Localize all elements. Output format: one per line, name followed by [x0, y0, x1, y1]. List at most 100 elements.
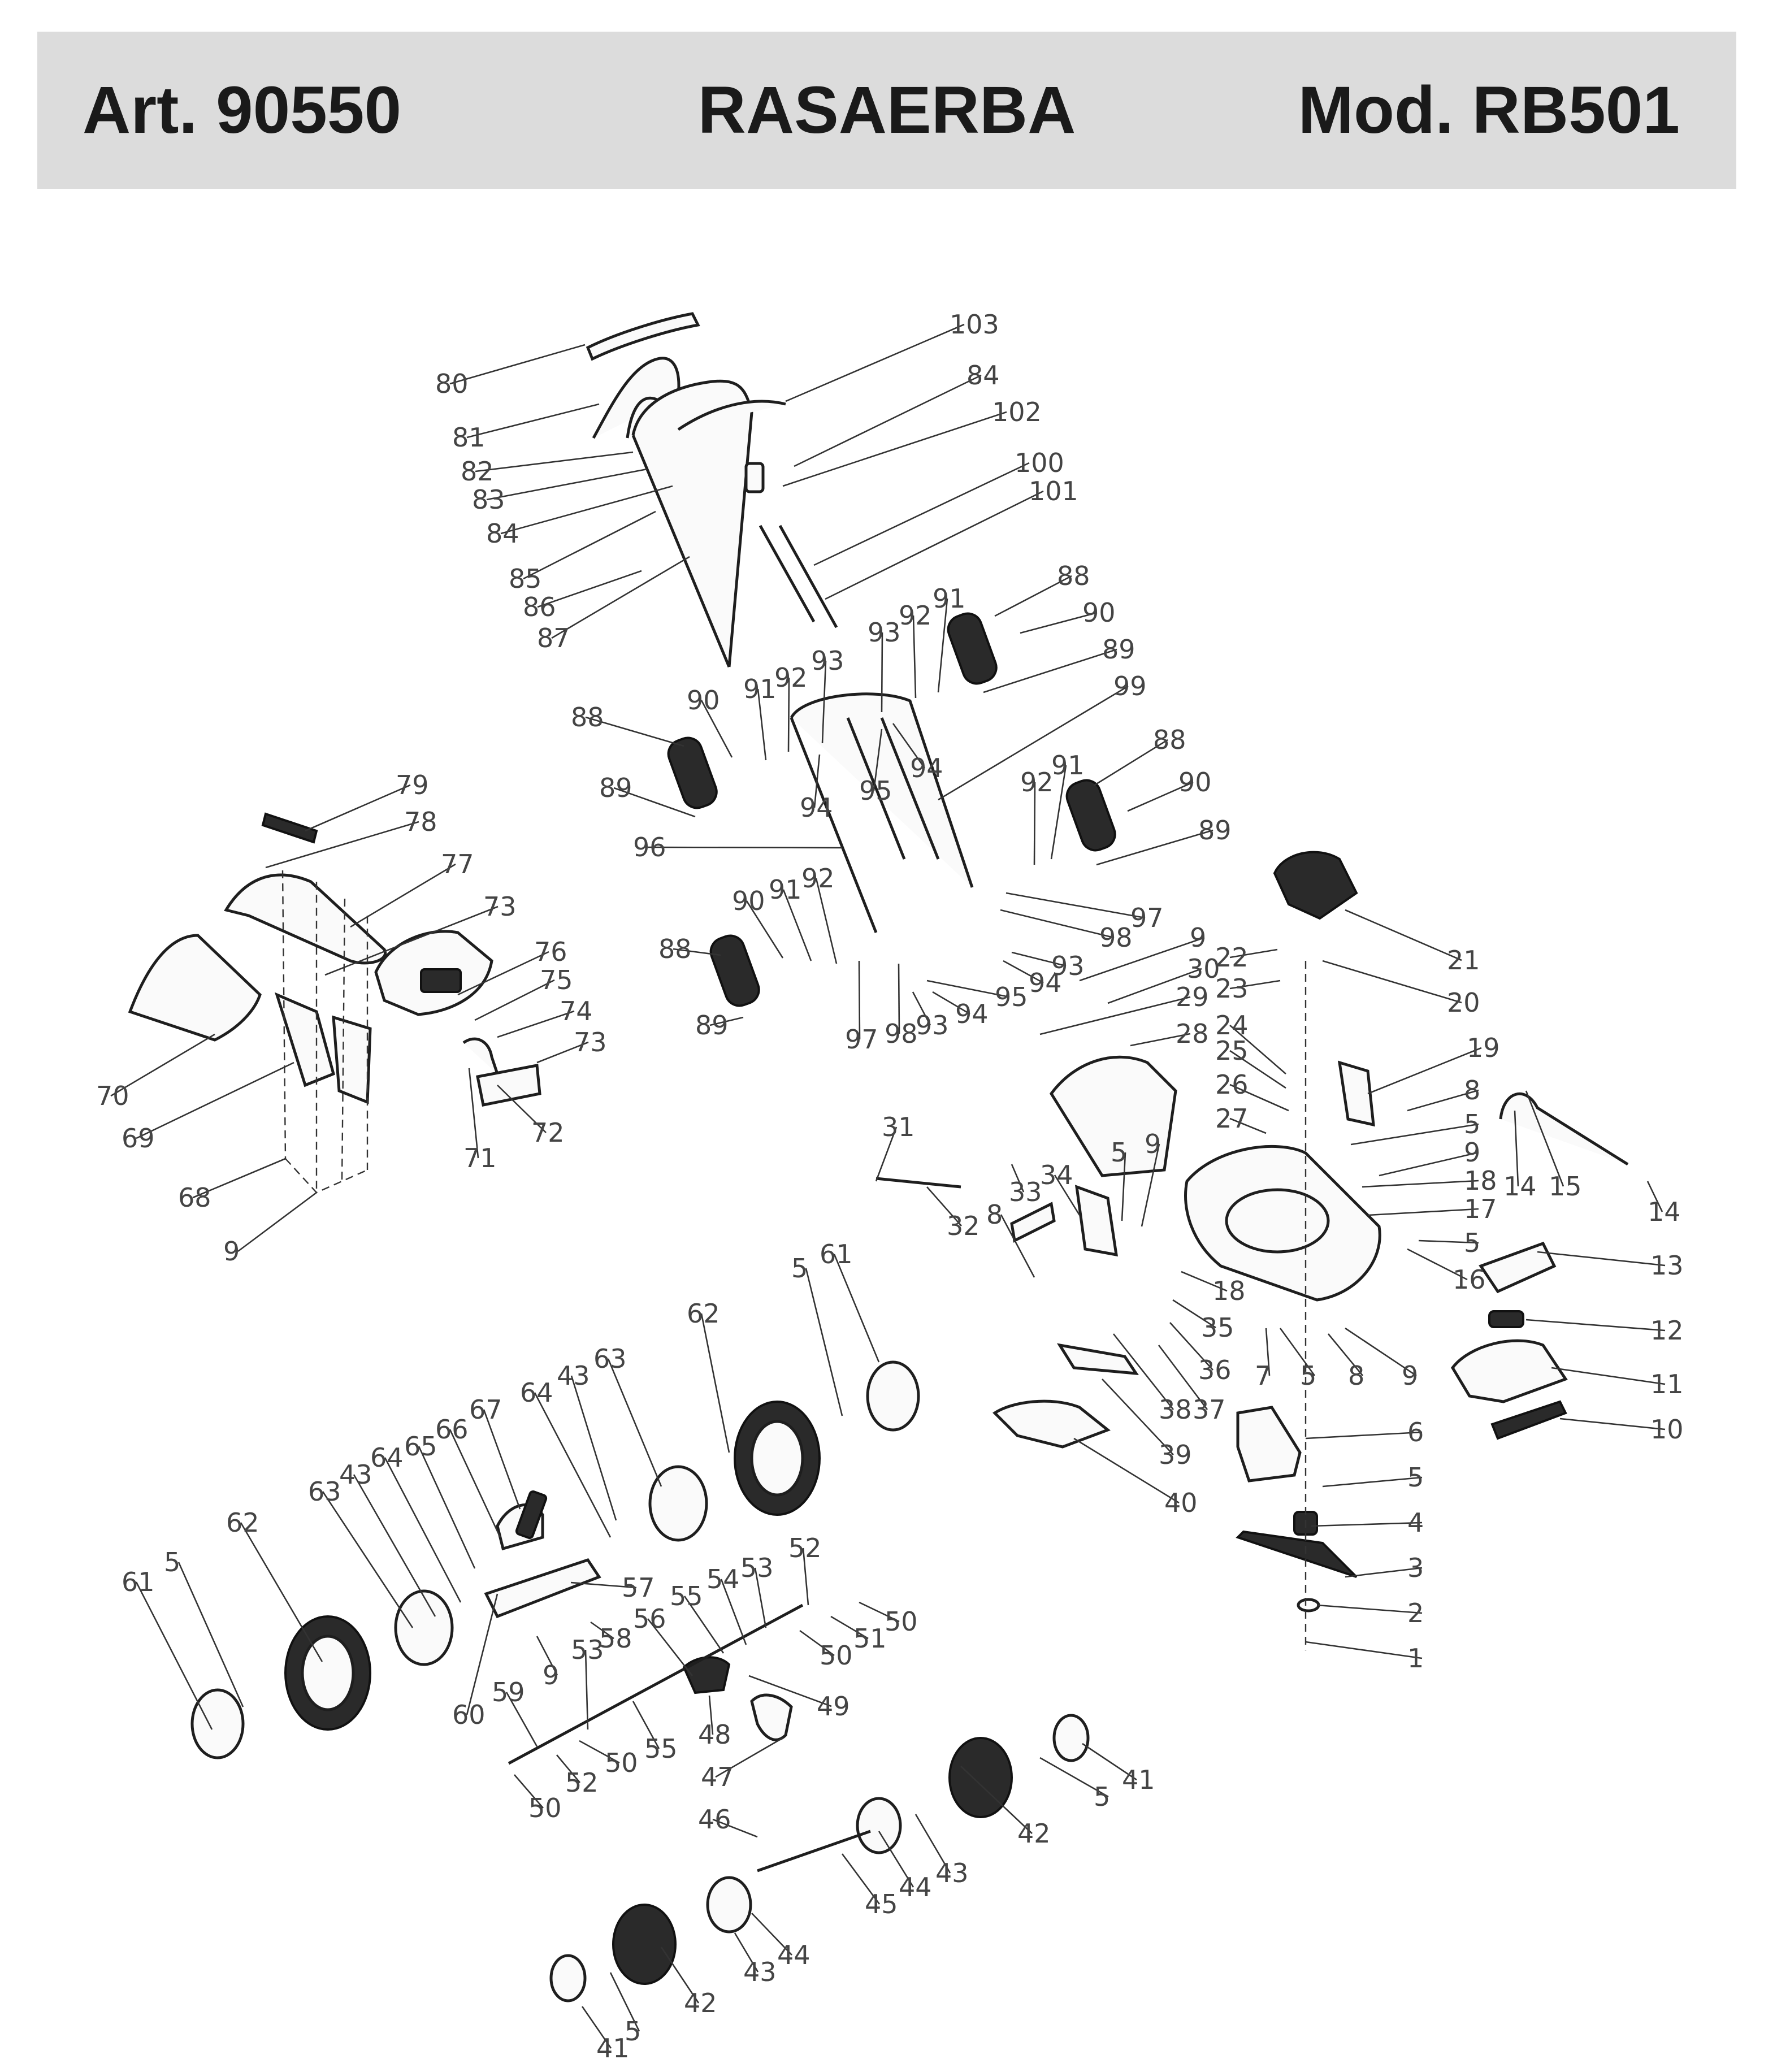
callout-leader-line [660, 1947, 700, 2004]
part-number-label: 89 [695, 1010, 729, 1041]
part-number-label: 63 [308, 1476, 341, 1507]
part-number-label: 28 [1176, 1018, 1209, 1049]
part-number-label: 88 [658, 934, 692, 964]
callout-leader-line [1039, 1757, 1109, 1798]
part-number-label: 50 [820, 1640, 853, 1671]
callout-leader-line [551, 556, 690, 639]
gearbox [682, 1656, 731, 1694]
callout-leader-line [830, 1615, 869, 1640]
callout-leader-line [1181, 1271, 1228, 1292]
rear-wheel-large-tread [301, 1635, 355, 1711]
part-number-label: 18 [1464, 1165, 1497, 1196]
part-number-label: 53 [740, 1553, 774, 1583]
part-number-label: 79 [396, 770, 429, 800]
callout-leader-line [497, 1085, 547, 1133]
header-article: Art. 90550 [83, 73, 402, 148]
callout-leader-line [1130, 1033, 1191, 1047]
callout-leader-line [1322, 960, 1462, 1004]
callout-leader-line [177, 1562, 244, 1707]
rear-axle-bracket [484, 1558, 601, 1619]
callout-leader-line [581, 2006, 612, 2049]
grass-bag-frame [224, 873, 387, 965]
part-number-label: 5 [625, 2016, 641, 2047]
callout-leader-line [1305, 1641, 1423, 1659]
callout-leader-line [821, 660, 827, 744]
part-number-label: 14 [1503, 1171, 1537, 1202]
part-number-label: 8 [1464, 1075, 1480, 1106]
callout-leader-line [1525, 1319, 1666, 1332]
part-number-label: 61 [122, 1567, 155, 1597]
blade-assembly [1236, 961, 1358, 1650]
part-number-label: 95 [859, 775, 892, 806]
callout-leader-line [983, 648, 1117, 693]
callout-leader-line [873, 729, 883, 791]
part-number-label: 36 [1198, 1355, 1232, 1385]
callout-leader-line [751, 1913, 792, 1956]
part-number-label: 5 [791, 1253, 808, 1284]
part-number-label: 90 [687, 685, 720, 716]
callout-leader-line [1646, 1181, 1663, 1212]
upper-handle-grip [586, 312, 700, 361]
part-number-label: 50 [528, 1793, 562, 1823]
control-lever [677, 400, 786, 431]
part-number-label: 5 [164, 1547, 180, 1577]
engine-deck-assembly [1049, 851, 1629, 1440]
callout-leader-line [584, 1649, 589, 1730]
part-number-label: 62 [226, 1507, 259, 1538]
part-number-label: 9 [1464, 1137, 1480, 1168]
part-number-label: 9 [223, 1236, 240, 1267]
part-number-label: 47 [701, 1762, 734, 1792]
part-number-label: 98 [1099, 922, 1133, 953]
part-number-label: 35 [1201, 1312, 1234, 1343]
callout-leader-line [1112, 1333, 1174, 1410]
part-number-label: 92 [899, 600, 932, 631]
callout-leader-line [700, 700, 733, 758]
part-number-label: 76 [534, 937, 567, 967]
part-number-label: 89 [1198, 815, 1232, 846]
callout-leader-line [1000, 1214, 1035, 1278]
part-number-label: 66 [435, 1414, 469, 1445]
front-cover-pad [1488, 1310, 1524, 1328]
callout-leader-line [1050, 765, 1067, 860]
callout-leader-line [579, 1740, 620, 1764]
callout-leader-line [350, 863, 456, 928]
callout-leader-line [590, 1621, 614, 1640]
callout-leader-line [1229, 1117, 1267, 1134]
part-number-label: 93 [868, 617, 901, 648]
part-number-label: 46 [698, 1804, 731, 1835]
callout-leader-line [1229, 979, 1281, 990]
part-number-label: 38 [1159, 1394, 1192, 1425]
part-number-label: 86 [523, 592, 556, 622]
part-number-label: 62 [687, 1298, 720, 1329]
engine-cover [1273, 851, 1358, 920]
callout-leader-line [1005, 892, 1146, 919]
part-number-label: 5 [1300, 1360, 1316, 1391]
callout-leader-line [192, 1158, 286, 1199]
front-wheel-cover [706, 1876, 752, 1934]
front-wheel [948, 1737, 1013, 1818]
callout-leader-line [1311, 1522, 1423, 1527]
callout-leader-line [1158, 1345, 1208, 1410]
callout-leader-line [841, 1853, 881, 1905]
callout-leader-line [1082, 1742, 1137, 1781]
callout-leader-line [720, 1579, 747, 1645]
part-number-label: 10 [1650, 1414, 1684, 1445]
callout-leader-line [815, 878, 838, 964]
callout-leader-line [457, 951, 549, 996]
part-number-label: 9 [1402, 1360, 1418, 1391]
callout-leader-line [859, 1601, 900, 1623]
part-number-label: 61 [820, 1239, 853, 1269]
part-number-label: 5 [1464, 1109, 1480, 1139]
part-number-label: 43 [935, 1858, 969, 1888]
callout-leader-line [1345, 1327, 1417, 1377]
part-number-label: 19 [1467, 1033, 1500, 1063]
callout-leader-line [1020, 612, 1098, 634]
part-number-label: 5 [1407, 1462, 1424, 1493]
callout-leader-line [1279, 1328, 1316, 1376]
callout-leader-line [914, 1814, 951, 1874]
callout-leader-line [1033, 782, 1036, 865]
part-number-label: 91 [933, 583, 966, 614]
part-number-label: 84 [486, 518, 519, 549]
part-number-label: 34 [1040, 1160, 1073, 1190]
callout-leader-line [787, 677, 790, 752]
